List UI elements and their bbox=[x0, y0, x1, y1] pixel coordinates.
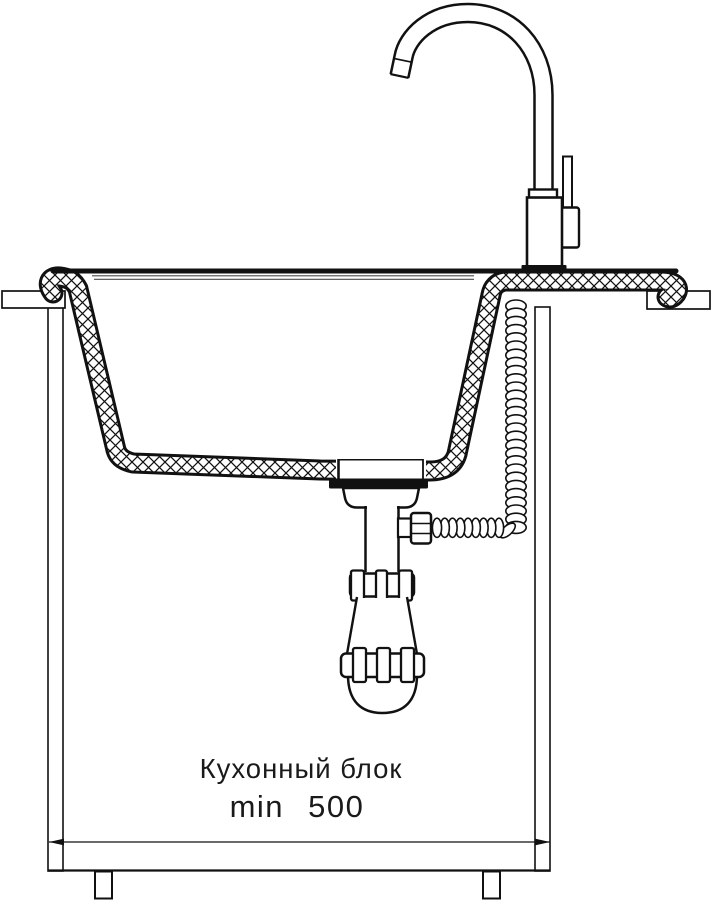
cabinet bbox=[47, 299, 551, 900]
sink-wall-outline bbox=[38, 266, 688, 482]
lower-union-rib-2 bbox=[375, 646, 392, 684]
sink-wall-hatch bbox=[41, 269, 685, 479]
trap-taper-fill bbox=[347, 598, 417, 653]
tailpipe bbox=[364, 506, 400, 572]
hose-nut-facets bbox=[411, 522, 431, 535]
drain-assembly bbox=[339, 486, 433, 715]
gooseneck-spout-inner bbox=[391, 5, 552, 197]
tailpipe-fill bbox=[367, 506, 397, 573]
supply-hose-coil bbox=[431, 299, 527, 539]
cabinet-label: Кухонный блок bbox=[200, 753, 403, 784]
lower-union-rib-1 bbox=[351, 646, 368, 684]
drain-depression bbox=[336, 455, 426, 479]
dimension-arrow-left bbox=[49, 838, 64, 846]
drain-opening bbox=[329, 455, 428, 489]
hose-nut bbox=[409, 511, 433, 545]
faucet bbox=[389, 2, 581, 274]
cabinet-leg-right bbox=[482, 870, 501, 900]
faucet-base-flange bbox=[521, 265, 567, 274]
handle-lever bbox=[562, 155, 573, 213]
spout-tip-face bbox=[390, 73, 409, 79]
cabinet-left-wall bbox=[47, 299, 64, 872]
drain-seal-band bbox=[329, 478, 428, 489]
upper-union-rib-2 bbox=[374, 569, 389, 602]
trap-taper-sides bbox=[345, 596, 419, 655]
faucet-body bbox=[525, 196, 564, 269]
cabinet-leg-left bbox=[94, 870, 113, 900]
dimension bbox=[49, 838, 550, 846]
sink-basin bbox=[38, 266, 688, 482]
countertop bbox=[1, 290, 711, 310]
lower-union-rib-3 bbox=[399, 646, 416, 684]
dimension-arrow-right bbox=[535, 838, 550, 846]
handle-hub bbox=[559, 206, 581, 249]
dimension-label: min 500 bbox=[230, 789, 365, 824]
hose-ring bbox=[431, 517, 443, 539]
labels: Кухонный блок min 500 bbox=[200, 753, 403, 824]
drain-cup bbox=[341, 486, 421, 509]
trap-bottom-cup bbox=[346, 674, 419, 715]
spout-tip-joint bbox=[393, 57, 413, 64]
upper-union-rib-1 bbox=[349, 569, 366, 602]
cabinet-right-wall bbox=[534, 306, 551, 872]
upper-union-rib-3 bbox=[397, 569, 414, 602]
